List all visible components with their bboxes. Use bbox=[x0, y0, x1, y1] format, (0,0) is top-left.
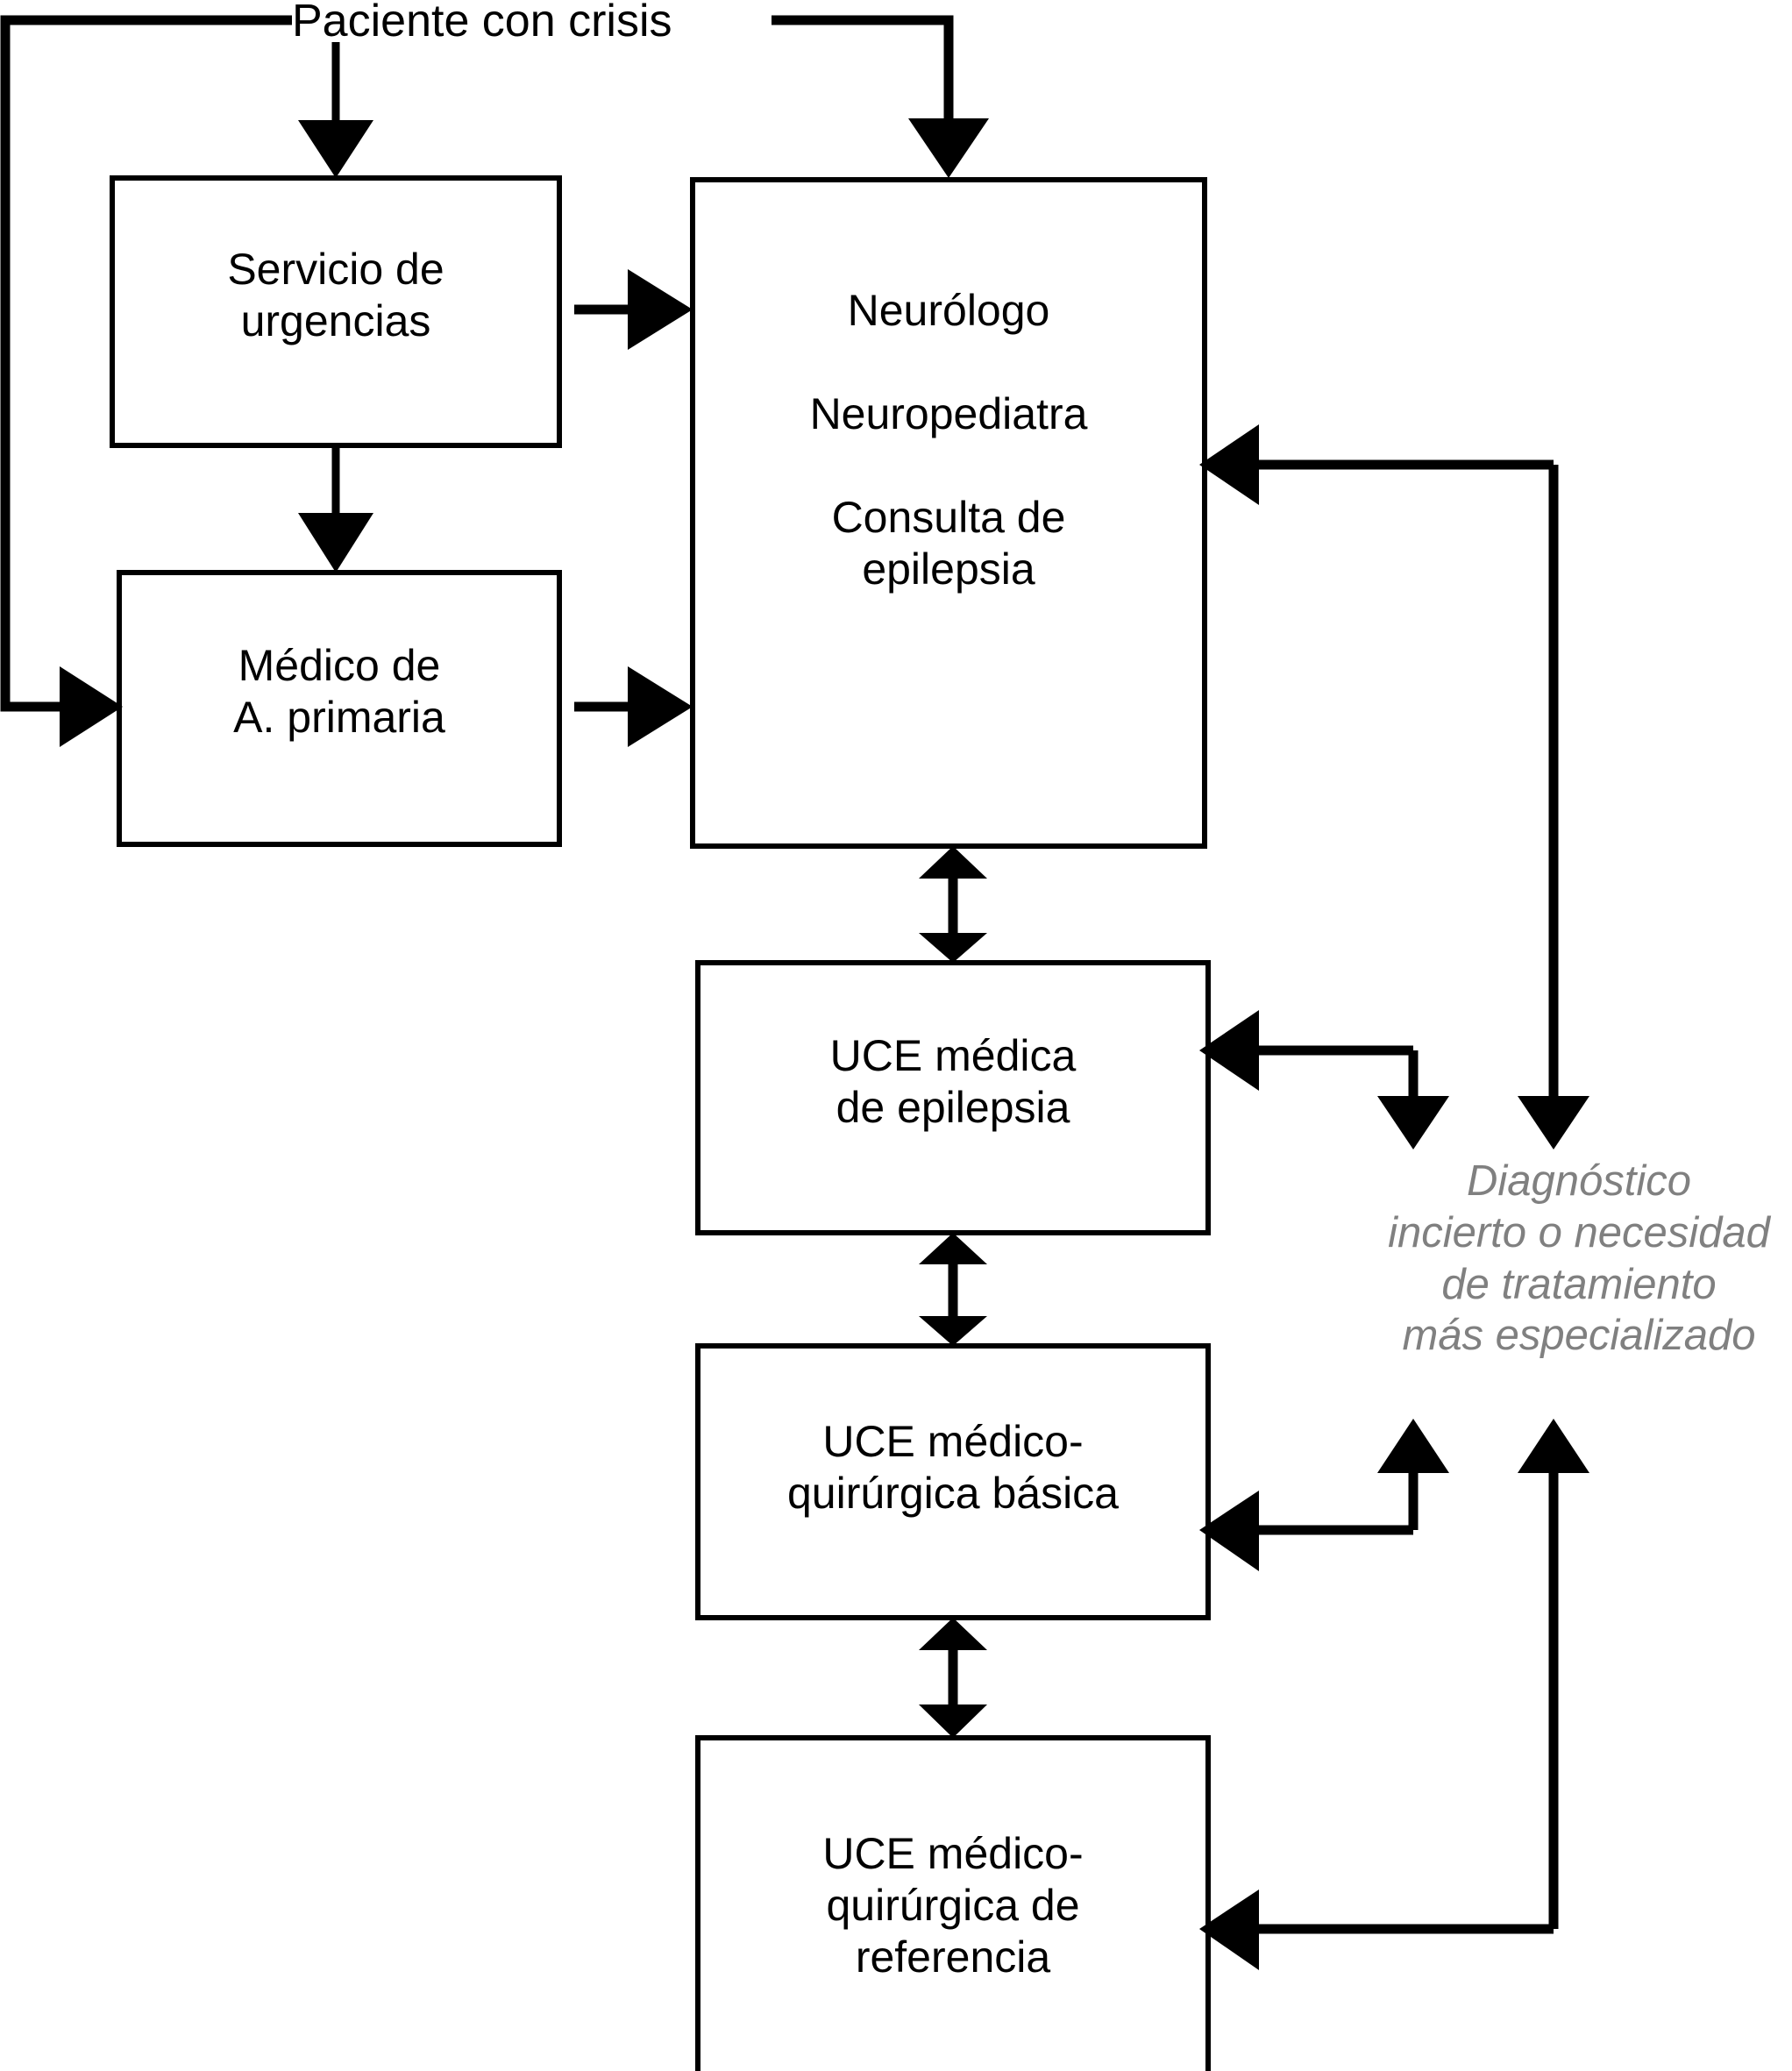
edge-uce-medica-uce-basica bbox=[919, 1233, 987, 1346]
edge-urgencias-to-especialista bbox=[574, 269, 693, 350]
node-box-uce-basica[interactable] bbox=[695, 1343, 1211, 1620]
node-box-uce-referencia[interactable] bbox=[695, 1735, 1211, 2071]
edge-paciente-to-especialista bbox=[772, 15, 989, 178]
edge-especialista-uce-medica bbox=[919, 846, 987, 963]
edge-paciente-to-primaria bbox=[0, 15, 292, 747]
node-box-urgencias[interactable] bbox=[110, 175, 562, 448]
edge-uce-basica-up-annotation bbox=[1199, 1419, 1449, 1571]
edge-annotation-down-right bbox=[1199, 424, 1589, 1149]
node-box-uce-medica[interactable] bbox=[695, 960, 1211, 1235]
node-box-especialista[interactable] bbox=[690, 177, 1207, 849]
edge-uce-basica-uce-referencia bbox=[919, 1618, 987, 1738]
edge-annotation-down-left bbox=[1199, 1010, 1449, 1149]
edge-primaria-to-especialista bbox=[574, 666, 693, 747]
page-title: Paciente con crisis bbox=[292, 0, 672, 46]
annotation-diagnostico-incierto: Diagnóstico incierto o necesidad de trat… bbox=[1388, 1157, 1770, 1360]
node-box-primaria[interactable] bbox=[117, 570, 562, 847]
edge-urgencias-to-primaria bbox=[298, 447, 373, 573]
edge-paciente-to-urgencias bbox=[298, 42, 373, 178]
edge-uce-referencia-up-annotation bbox=[1199, 1419, 1589, 1970]
